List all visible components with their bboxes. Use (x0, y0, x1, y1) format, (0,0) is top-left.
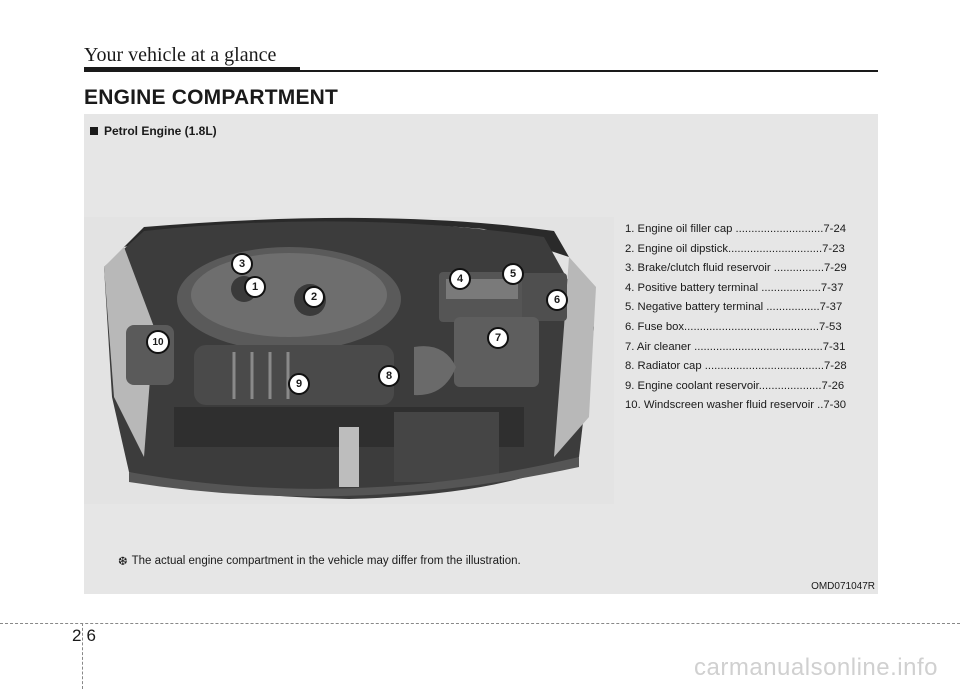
legend-item: 1. Engine oil filler cap ...............… (625, 223, 847, 235)
callout-1: 1 (244, 276, 266, 298)
square-bullet-icon (90, 127, 98, 135)
section-title: ENGINE COMPARTMENT (84, 86, 339, 109)
figure-label-text: Petrol Engine (1.8L) (104, 124, 217, 138)
page-number-value: 6 (86, 626, 96, 645)
callout-5: 5 (502, 263, 524, 285)
header-rule-thick (84, 67, 300, 72)
legend-item: 9. Engine coolant reservoir.............… (625, 379, 845, 392)
footnote-text: The actual engine compartment in the veh… (131, 555, 521, 567)
figure-code: OMD071047R (811, 581, 875, 592)
chapter-number: 2 (72, 626, 82, 645)
component-legend: 1. Engine oil filler cap ...............… (625, 220, 875, 416)
footer-divider (0, 623, 960, 624)
legend-item: 3. Brake/clutch fluid reservoir ........… (625, 262, 847, 275)
callout-10: 10 (146, 330, 170, 354)
footer-divider-vertical (82, 623, 83, 689)
legend-item: 2. Engine oil dipstick..................… (625, 242, 845, 255)
callout-3: 3 (231, 253, 253, 275)
legend-item: 6. Fuse box.............................… (625, 320, 842, 333)
callout-6: 6 (546, 289, 568, 311)
callout-9: 9 (288, 373, 310, 395)
footnote: ❆ The actual engine compartment in the v… (118, 554, 521, 568)
note-icon: ❆ (118, 556, 128, 568)
page-header-title: Your vehicle at a glance (84, 44, 277, 66)
page-number: 2 6 (72, 626, 96, 646)
header-rule (84, 70, 878, 72)
legend-item: 10. Windscreen washer fluid reservoir ..… (625, 399, 847, 412)
figure-panel: Petrol Engine (1.8L) (84, 114, 878, 594)
watermark: carmanualsonline.info (694, 654, 938, 681)
callout-2: 2 (303, 286, 325, 308)
figure-label: Petrol Engine (1.8L) (90, 124, 217, 138)
callout-8: 8 (378, 365, 400, 387)
legend-item: 4. Positive battery terminal ...........… (625, 281, 844, 294)
legend-item: 5. Negative battery terminal ...........… (625, 301, 843, 314)
callout-7: 7 (487, 327, 509, 349)
legend-item: 8. Radiator cap ........................… (625, 360, 847, 373)
legend-item: 7. Air cleaner .........................… (625, 340, 846, 353)
callout-4: 4 (449, 268, 471, 290)
